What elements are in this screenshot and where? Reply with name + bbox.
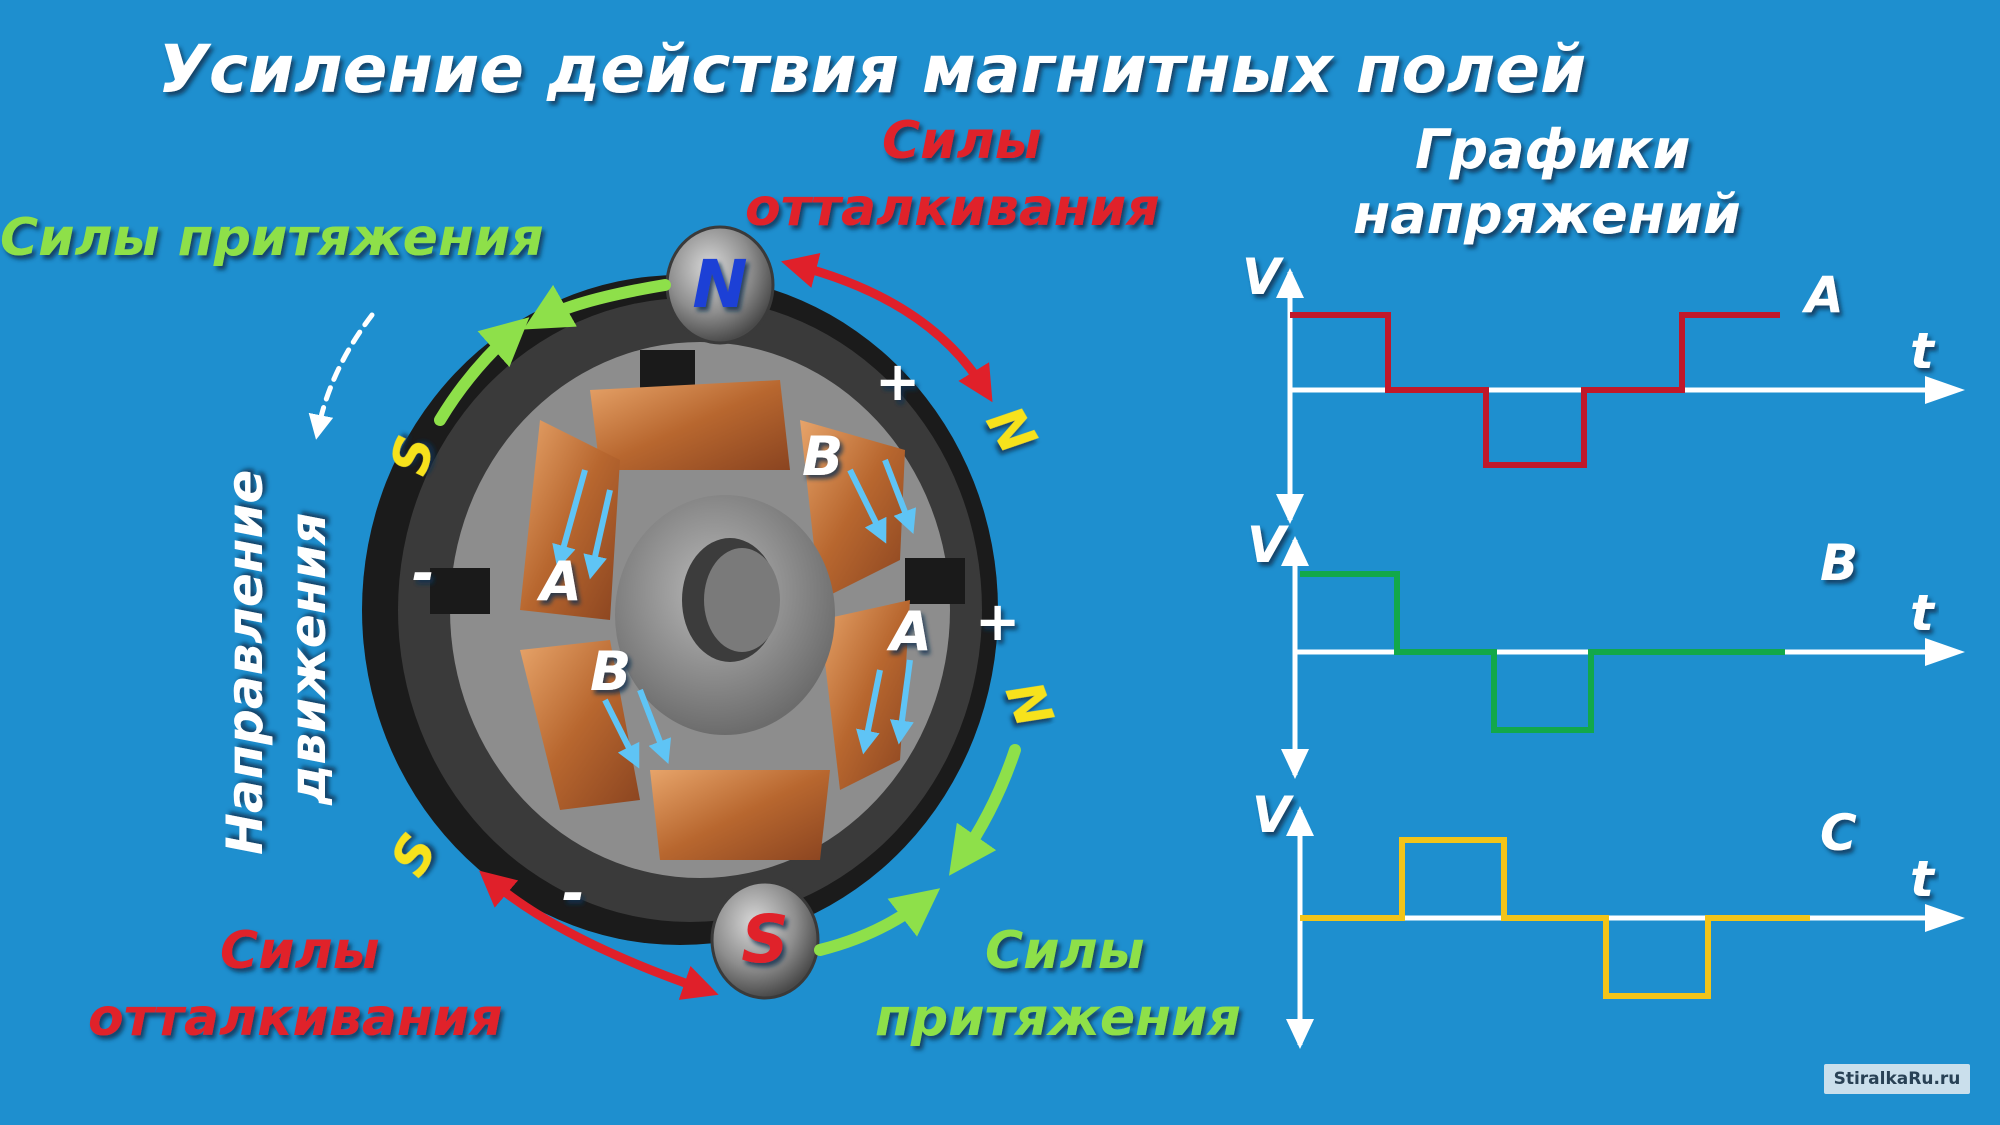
current-arrow xyxy=(882,458,917,534)
t-axis-label: t xyxy=(1910,850,1936,908)
v-axis-label: V xyxy=(1242,248,1284,306)
terminal-plus-right: + xyxy=(975,590,1020,653)
series-label-b: B xyxy=(1820,534,1858,592)
v-axis-arrow-top xyxy=(1286,806,1314,836)
graphs-title-line2: напряжений xyxy=(1353,183,1741,246)
stator-slot xyxy=(640,350,695,390)
repulsion-bottom-line1: Силы xyxy=(220,921,380,981)
current-arrow xyxy=(637,688,672,764)
rotor-shaft-face xyxy=(704,548,780,652)
v-axis-label: V xyxy=(1247,516,1289,574)
coil-b-right xyxy=(800,420,905,600)
attraction-left-label: Силы притяжения xyxy=(0,208,544,268)
repulsion-bottom-line2: отталкивания xyxy=(88,988,503,1048)
voltage-series-c xyxy=(1300,837,1810,999)
current-arrow xyxy=(890,659,914,745)
repulsion-top-line2: отталкивания xyxy=(745,178,1160,238)
stator-slot xyxy=(430,568,490,614)
v-axis-arrow-top xyxy=(1276,268,1304,298)
coil-label-a-left: A xyxy=(536,550,582,613)
attraction-arrow-left xyxy=(434,317,530,426)
attraction-bottom-line2: притяжения xyxy=(875,988,1241,1048)
stator-pole-n-top: N xyxy=(974,397,1048,465)
current-arrow xyxy=(552,469,588,570)
t-axis-arrow xyxy=(1925,638,1965,666)
v-axis-arrow-top xyxy=(1281,536,1309,566)
terminal-plus-top: + xyxy=(875,350,920,413)
rotor-pole-south-label: S xyxy=(741,901,789,978)
coil-bottom xyxy=(650,770,830,860)
repulsion-top-line1: Силы xyxy=(882,111,1042,171)
t-axis-arrow xyxy=(1925,904,1965,932)
motor: A A B B + + - - N S S N N S xyxy=(362,225,1064,1000)
v-axis-label: V xyxy=(1252,786,1294,844)
attraction-bottom-line1: Силы xyxy=(985,921,1145,981)
t-axis-label: t xyxy=(1910,322,1936,380)
attraction-arrow-bottom xyxy=(814,888,941,956)
diagram-title: Усиление действия магнитных полей xyxy=(158,31,1586,108)
repulsion-arrow-top xyxy=(781,253,993,403)
v-axis-arrow-bottom xyxy=(1281,749,1309,779)
t-axis-arrow xyxy=(1925,376,1965,404)
coil-a-right xyxy=(820,600,910,790)
rotor-pole-north-label: N xyxy=(692,246,747,323)
current-arrow xyxy=(602,698,640,769)
direction-label-line2: движения xyxy=(279,513,337,806)
voltage-series-a xyxy=(1290,312,1780,468)
coil-b-left xyxy=(520,640,640,810)
terminal-minus-left: - xyxy=(412,542,434,605)
coil-label-b-left: B xyxy=(590,640,631,703)
v-axis-arrow-bottom xyxy=(1276,494,1304,524)
current-arrow xyxy=(856,669,883,755)
stator-slot xyxy=(905,558,965,604)
terminal-minus-bottom: - xyxy=(562,862,584,925)
coil-top xyxy=(590,380,790,470)
graphs-title-line1: Графики xyxy=(1415,118,1690,181)
attraction-arrow-right xyxy=(948,744,1021,876)
repulsion-arrow-bottom xyxy=(479,870,719,1000)
current-arrow xyxy=(847,468,887,544)
voltage-series-b xyxy=(1300,571,1785,733)
t-axis-label: t xyxy=(1910,584,1936,642)
direction-arrow xyxy=(308,312,375,440)
watermark: StiralkaRu.ru xyxy=(1824,1064,1970,1094)
coil-label-b-right: B xyxy=(802,425,843,488)
v-axis-arrow-bottom xyxy=(1286,1019,1314,1049)
stator-pole-s-bottom: S xyxy=(379,824,450,886)
direction-label-line1: Направление xyxy=(216,470,274,855)
current-arrow xyxy=(583,489,613,580)
series-label-c: C xyxy=(1820,804,1857,862)
attraction-arrow-top xyxy=(523,279,671,330)
stator-pole-n-bottom: N xyxy=(993,674,1064,735)
coil-label-a-right: A xyxy=(886,600,932,663)
series-label-a: A xyxy=(1801,266,1844,324)
